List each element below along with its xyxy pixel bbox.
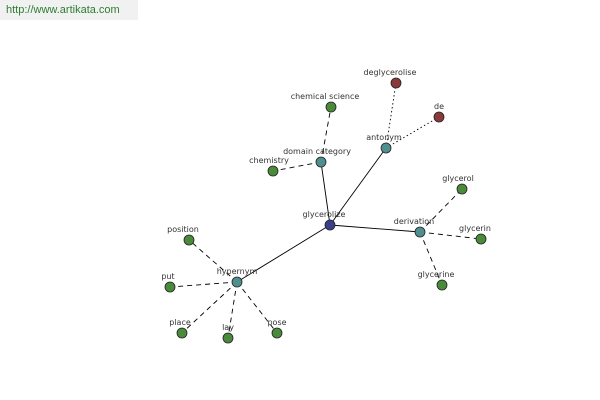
relation-hypernym-label[interactable]: hypernym — [217, 267, 258, 276]
word-chemical-science-node[interactable] — [325, 101, 337, 113]
word-put-node[interactable] — [164, 281, 176, 293]
relation-domain-category-label[interactable]: domain category — [283, 147, 351, 156]
word-deglycerolise-node[interactable] — [390, 77, 402, 89]
edge-center-antonym — [329, 147, 387, 226]
word-de-label[interactable]: de — [434, 102, 444, 111]
edge-hypernym-place — [181, 281, 238, 334]
relation-derivation-node[interactable] — [414, 226, 426, 238]
word-glycerol-node[interactable] — [456, 183, 468, 195]
word-pose-label[interactable]: pose — [267, 318, 286, 327]
edge-hypernym-put — [169, 281, 238, 288]
edge-hypernym-pose — [236, 281, 278, 334]
word-chemical-science-label[interactable]: chemical science — [291, 92, 360, 101]
edge-derivation-glycerine — [419, 231, 443, 286]
word-chemistry-label[interactable]: chemistry — [249, 156, 289, 165]
word-position-node[interactable] — [183, 234, 195, 246]
word-position-label[interactable]: position — [167, 225, 199, 234]
word-glycerol-label[interactable]: glycerol — [442, 174, 474, 183]
relation-hypernym-node[interactable] — [231, 276, 243, 288]
word-place-node[interactable] — [176, 327, 188, 339]
relation-derivation-label[interactable]: derivation — [394, 217, 434, 226]
edge-center-derivation — [329, 224, 421, 233]
edge-domain-category-chemistry — [272, 161, 322, 172]
word-glycerin-node[interactable] — [475, 233, 487, 245]
word-put-label[interactable]: put — [161, 272, 174, 281]
word-glycerin-label[interactable]: glycerin — [459, 224, 491, 233]
word-lay-node[interactable] — [222, 332, 234, 344]
word-glycerine-node[interactable] — [436, 279, 448, 291]
site-url[interactable]: http://www.artikata.com — [0, 0, 138, 20]
word-deglycerolise-label[interactable]: deglycerolise — [364, 68, 417, 77]
word-place-label[interactable]: place — [169, 318, 191, 327]
relation-antonym-label[interactable]: antonym — [366, 133, 402, 142]
center-word-node[interactable] — [324, 219, 336, 231]
word-lay-label[interactable]: lay — [222, 323, 234, 332]
word-pose-node[interactable] — [271, 327, 283, 339]
edge-center-domain-category — [320, 161, 331, 226]
word-de-node[interactable] — [433, 111, 445, 123]
edge-hypernym-lay — [227, 281, 238, 339]
word-chemistry-node[interactable] — [267, 165, 279, 177]
edge-center-hypernym — [236, 224, 331, 283]
relation-domain-category-node[interactable] — [315, 156, 327, 168]
edge-domain-category-chemical-science — [320, 106, 332, 163]
edge-antonym-deglycerolise — [385, 82, 397, 149]
relation-antonym-node[interactable] — [380, 142, 392, 154]
edge-hypernym-position — [188, 239, 238, 283]
word-glycerine-label[interactable]: glycerine — [418, 270, 455, 279]
center-word-label[interactable]: glycerolize — [303, 210, 346, 219]
edge-derivation-glycerol — [419, 188, 463, 233]
edge-derivation-glycerin — [419, 231, 482, 240]
